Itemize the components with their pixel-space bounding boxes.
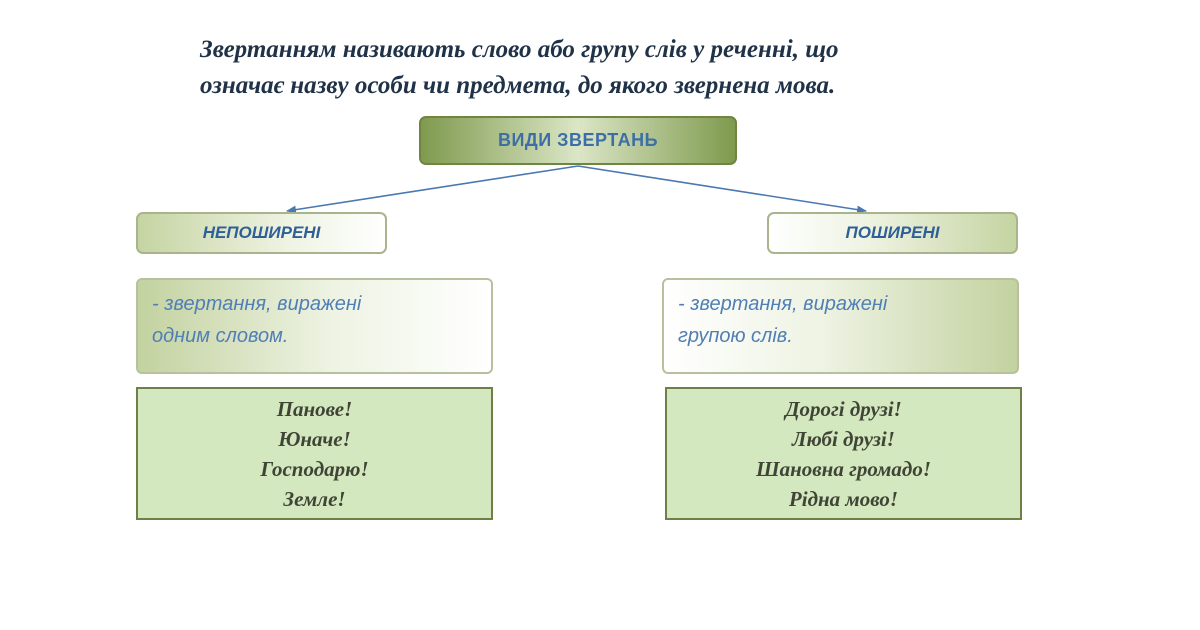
example-item: Панове!	[276, 396, 353, 421]
description-extended: - звертання, виражені групою слів.	[662, 278, 1019, 374]
arrow-to-right-branch	[577, 165, 867, 214]
definition-line-1: Звертанням називають слово або групу слі…	[200, 36, 839, 63]
definition-text: Звертанням називають слово або групу слі…	[200, 32, 1020, 104]
example-item: Шановна громадо!	[755, 456, 932, 481]
arrow-to-left-branch	[286, 165, 579, 214]
example-item: Дорогі друзі!	[785, 396, 902, 421]
examples-unextended: Панове! Юначе! Господарю! Земле!	[136, 387, 493, 520]
description-line: одним словом.	[152, 325, 289, 347]
description-unextended: - звертання, виражені одним словом.	[136, 278, 493, 374]
example-item: Юначе!	[278, 426, 351, 451]
example-item: Любі друзі!	[792, 426, 895, 451]
root-node: ВИДИ ЗВЕРТАНЬ	[419, 116, 737, 165]
example-item: Рідна мово!	[788, 486, 899, 511]
example-item: Господарю!	[260, 456, 369, 481]
branch-label-unextended: НЕПОШИРЕНІ	[136, 212, 387, 254]
branch-label-extended: ПОШИРЕНІ	[767, 212, 1018, 254]
examples-extended: Дорогі друзі! Любі друзі! Шановна громад…	[665, 387, 1022, 520]
description-line: - звертання, виражені	[678, 293, 888, 315]
description-line: групою слів.	[678, 325, 793, 347]
definition-line-2: означає назву особи чи предмета, до яког…	[200, 72, 836, 99]
example-item: Земле!	[283, 486, 346, 511]
description-line: - звертання, виражені	[152, 293, 362, 315]
